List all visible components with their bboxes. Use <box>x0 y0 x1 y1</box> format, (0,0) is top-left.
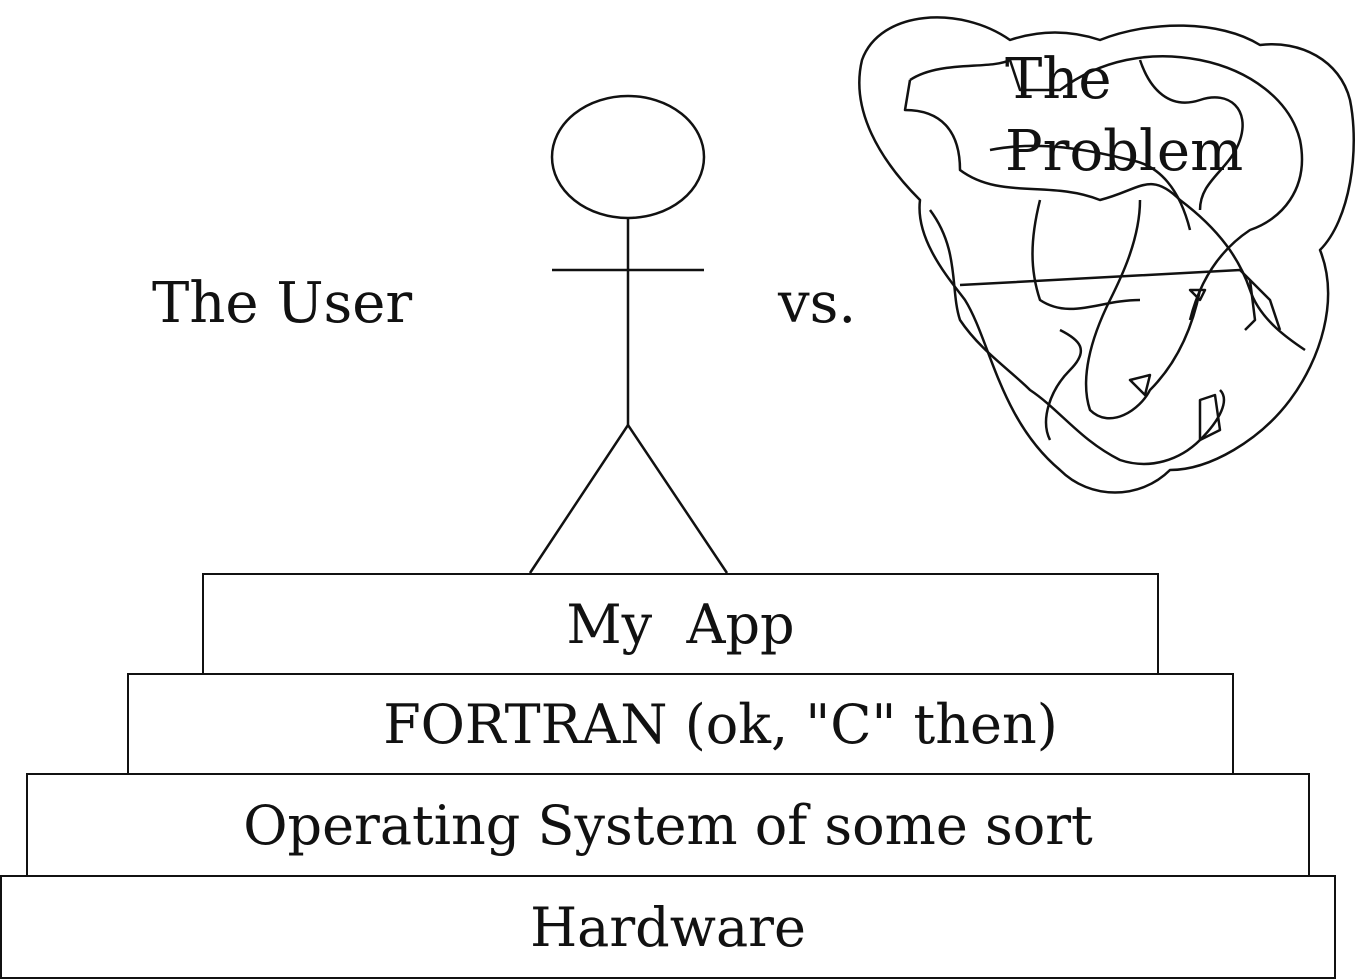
versus-label: vs. <box>778 271 857 336</box>
problem-scribble <box>858 16 1355 494</box>
user-label: The User <box>152 271 413 336</box>
problem-label-line2: Problem <box>1005 119 1244 184</box>
stick-figure-user <box>528 94 729 574</box>
layer-my-app: My App <box>202 573 1159 675</box>
stick-figure-legs <box>528 422 729 574</box>
stick-figure-head <box>550 94 706 220</box>
layer-operating-system: Operating System of some sort <box>26 773 1310 877</box>
layer-hardware: Hardware <box>0 875 1336 979</box>
layer-fortran: FORTRAN (ok, "C" then) <box>127 673 1234 775</box>
problem-label-line1: The <box>1005 47 1112 112</box>
